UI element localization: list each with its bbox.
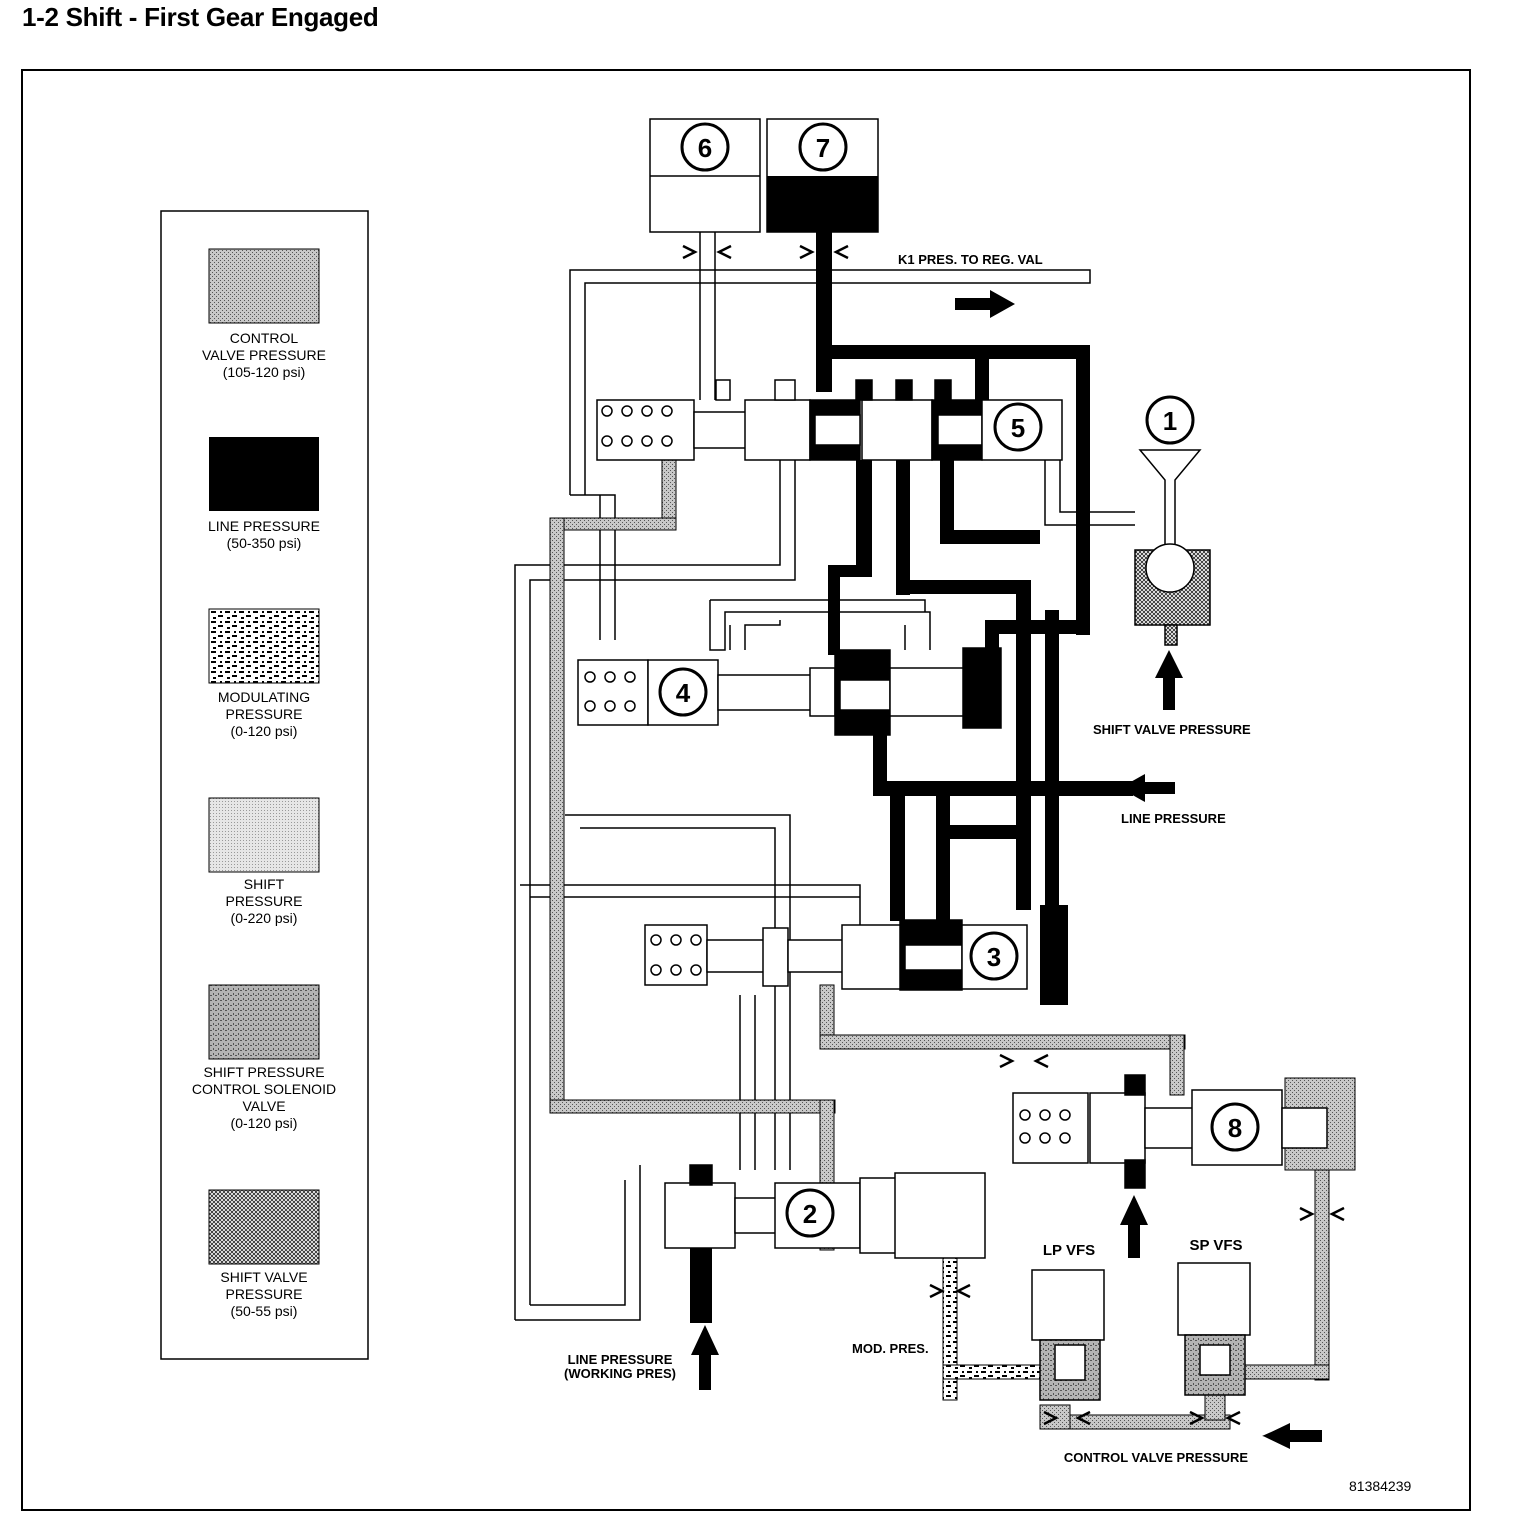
callout-6: 6 bbox=[680, 122, 730, 172]
control-arrow-shaft bbox=[1285, 1430, 1322, 1442]
label-line-pressure-working: LINE PRESSURE(WORKING PRES) bbox=[564, 1352, 676, 1381]
orifice-markers bbox=[682, 244, 1345, 1426]
svg-text:2: 2 bbox=[803, 1199, 817, 1229]
shift-valve-arrow-icon bbox=[1155, 650, 1183, 710]
valve-5-assembly bbox=[596, 379, 1063, 461]
diagram-labels: K1 PRES. TO REG. VAL SHIFT VALVE PRESSUR… bbox=[564, 252, 1411, 1494]
svg-text:4: 4 bbox=[676, 678, 691, 708]
label-shift-valve-pressure: SHIFT VALVE PRESSURE bbox=[1093, 722, 1251, 737]
svg-text:7: 7 bbox=[816, 133, 830, 163]
svg-text:5: 5 bbox=[1011, 413, 1025, 443]
callout-7: 7 bbox=[798, 122, 848, 172]
label-sp-vfs: SP VFS bbox=[1189, 1237, 1242, 1254]
working-pressure-arrow-icon bbox=[691, 1325, 719, 1390]
legend-swatch-control bbox=[208, 248, 320, 324]
page-title: 1-2 Shift - First Gear Engaged bbox=[22, 2, 379, 32]
legend-swatch-solenoid bbox=[208, 984, 320, 1060]
k1-arrow-icon bbox=[955, 290, 1015, 318]
label-line-pressure: LINE PRESSURE bbox=[1121, 811, 1226, 826]
legend-label-line: LINE PRESSURE(50-350 psi) bbox=[208, 518, 320, 551]
sp-vfs-solenoid bbox=[1177, 1262, 1251, 1396]
spring-coils bbox=[584, 405, 1071, 1144]
shift-pressure-passages bbox=[514, 232, 1135, 1321]
lp-vfs-solenoid bbox=[1031, 1269, 1105, 1401]
valve-8-assembly bbox=[1012, 1074, 1328, 1189]
callout-3: 3 bbox=[969, 931, 1019, 981]
label-control-valve-pressure: CONTROL VALVE PRESSURE bbox=[1064, 1450, 1249, 1465]
svg-text:1: 1 bbox=[1163, 406, 1177, 436]
callout-5: 5 bbox=[993, 402, 1043, 452]
callout-8: 8 bbox=[1210, 1102, 1260, 1152]
legend-box bbox=[160, 210, 369, 1360]
valve-4-assembly bbox=[577, 647, 1002, 736]
legend-swatch-line bbox=[209, 437, 319, 511]
shift-valve-1 bbox=[1134, 449, 1211, 646]
svg-text:8: 8 bbox=[1228, 1113, 1242, 1143]
lpvfs-arrow-icon bbox=[1120, 1195, 1148, 1258]
flow-arrows bbox=[691, 290, 1322, 1449]
legend-swatch-modulating bbox=[208, 608, 320, 684]
callouts: 6 7 5 1 4 3 2 8 bbox=[658, 122, 1260, 1238]
label-k1: K1 PRES. TO REG. VAL bbox=[898, 252, 1043, 267]
callout-2: 2 bbox=[785, 1188, 835, 1238]
svg-text:3: 3 bbox=[987, 942, 1001, 972]
legend-swatch-shiftvalve bbox=[208, 1189, 320, 1265]
line-pressure-arrow-icon bbox=[1120, 774, 1175, 802]
legend-swatch-shift bbox=[208, 797, 320, 873]
callout-1: 1 bbox=[1145, 395, 1195, 445]
callout-4: 4 bbox=[658, 667, 708, 717]
outer-frame bbox=[21, 69, 1471, 1511]
line-pressure-passages bbox=[690, 232, 1133, 1323]
label-mod-pres: MOD. PRES. bbox=[852, 1341, 929, 1356]
label-lp-vfs: LP VFS bbox=[1043, 1242, 1095, 1259]
figure-id: 81384239 bbox=[1349, 1478, 1412, 1494]
svg-text:6: 6 bbox=[698, 133, 712, 163]
